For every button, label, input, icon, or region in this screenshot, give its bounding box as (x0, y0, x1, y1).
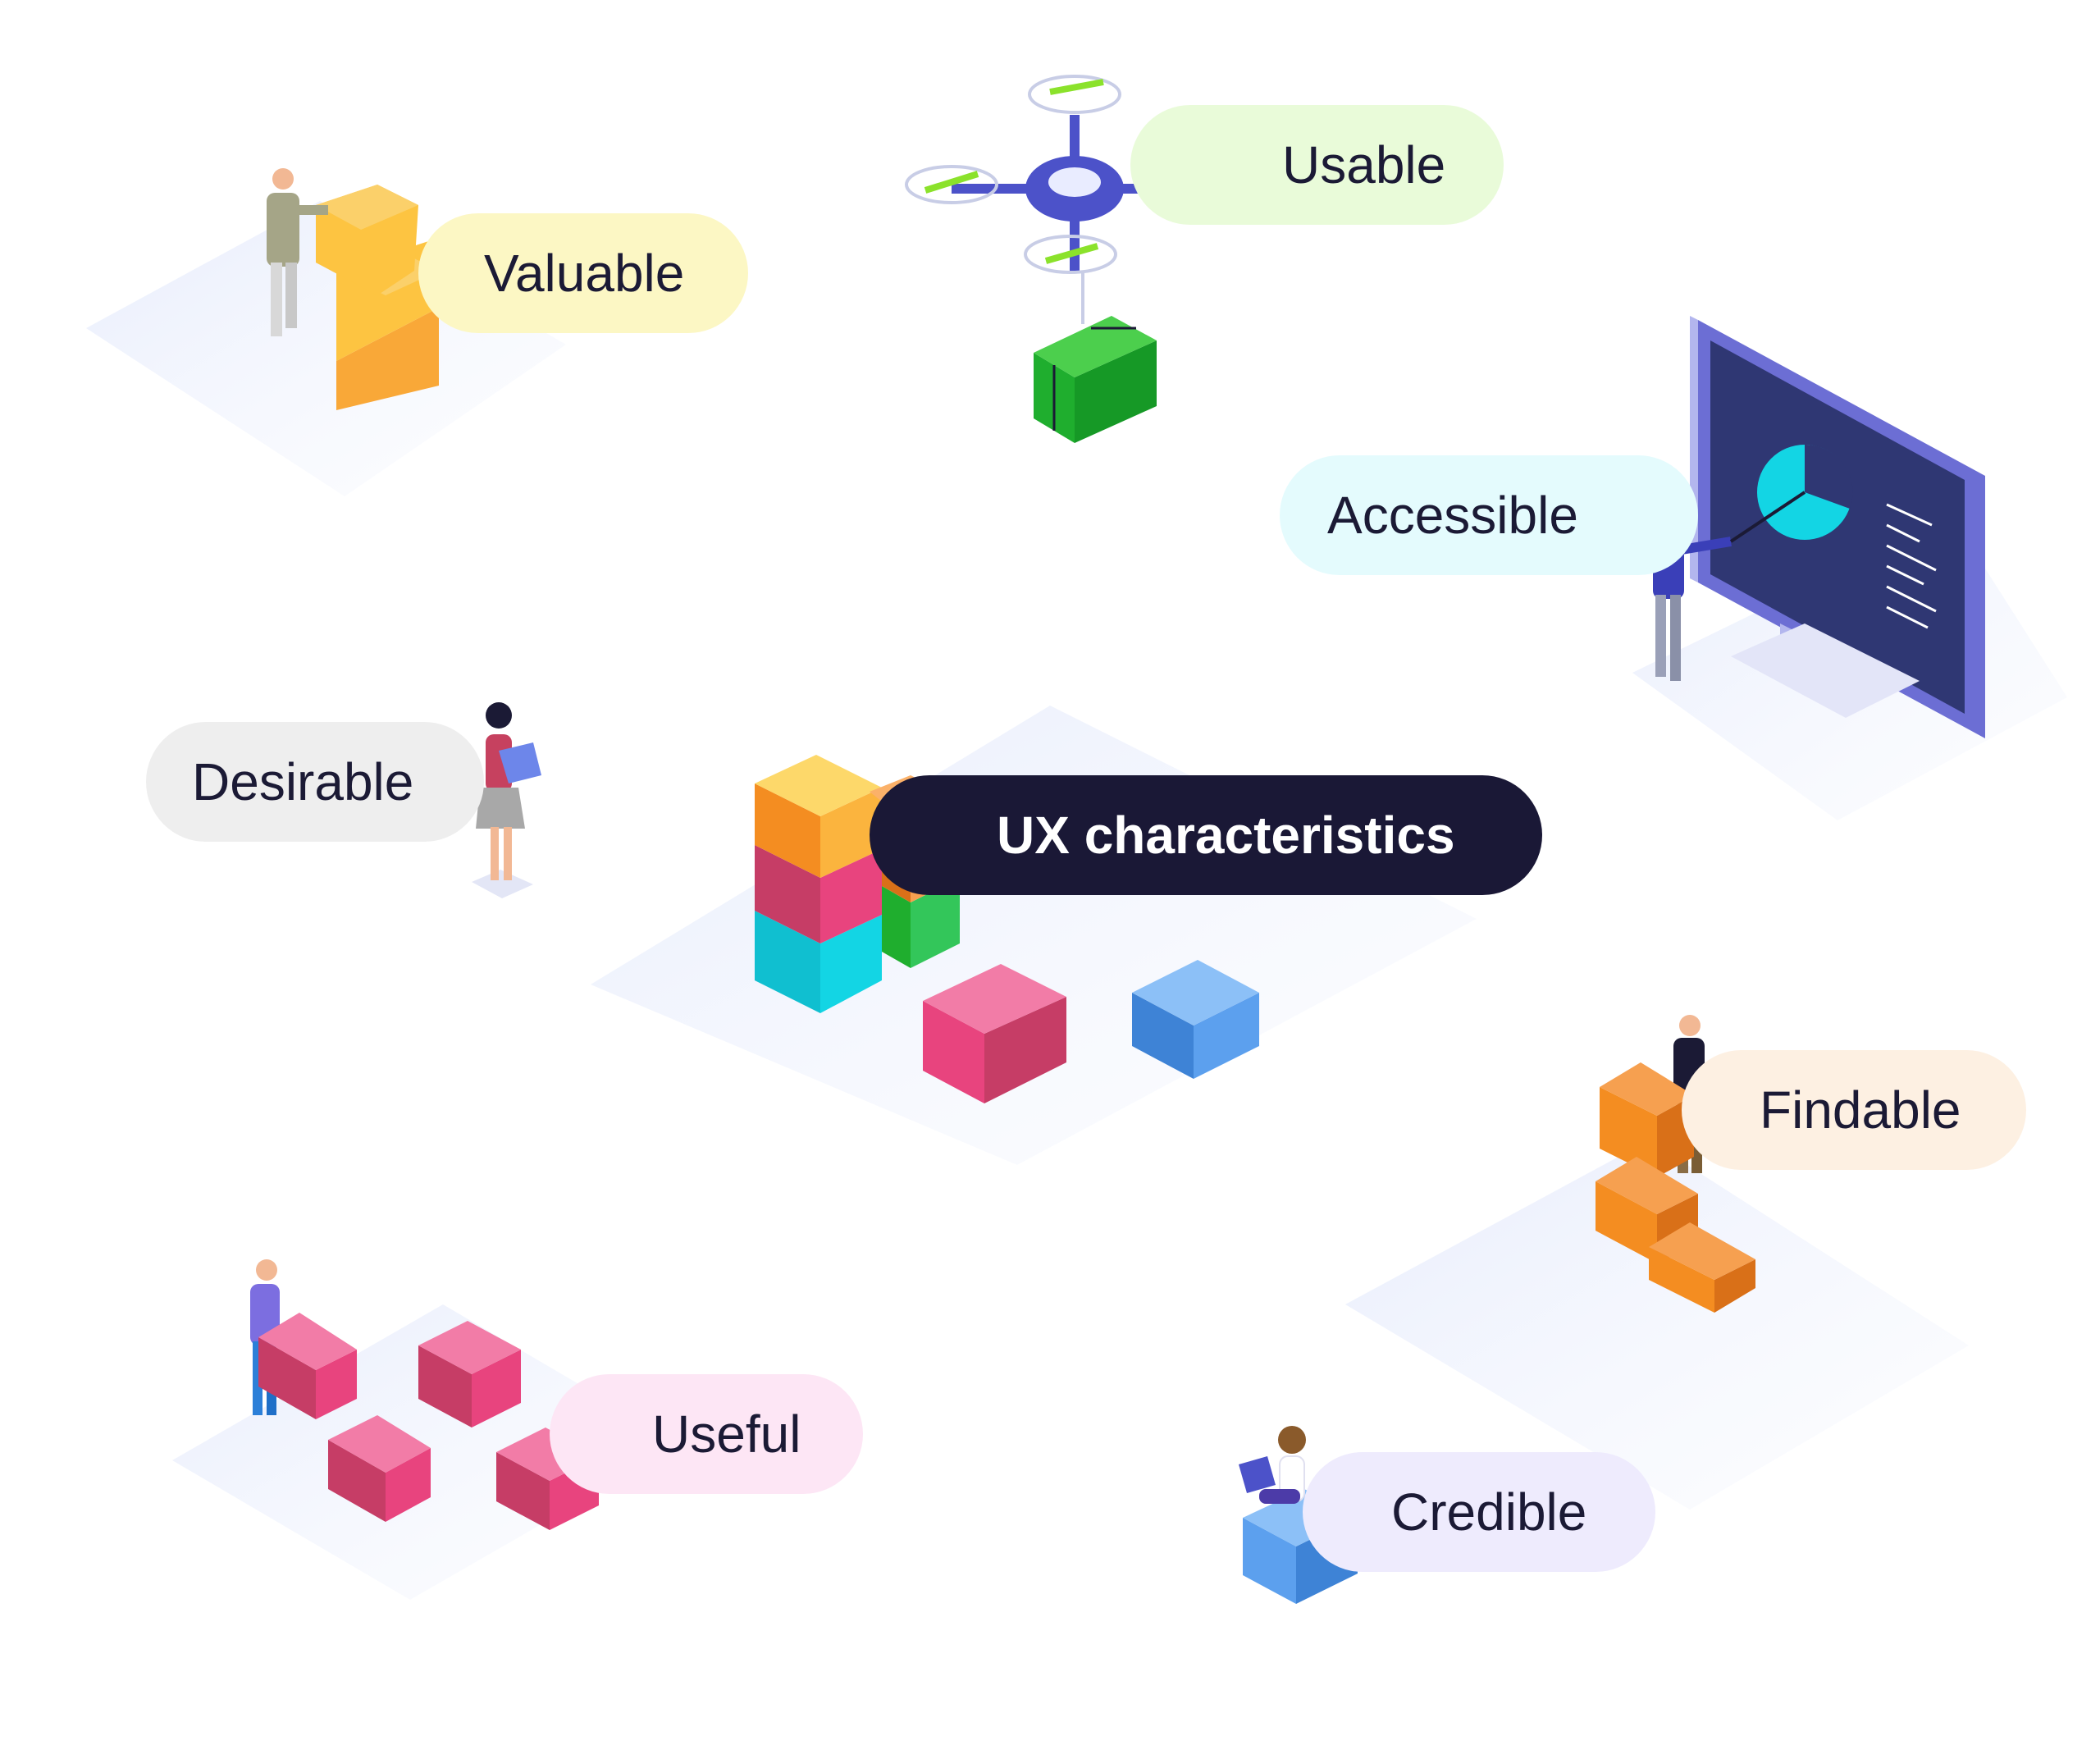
credible-scene (1239, 1426, 1358, 1604)
usable-scene (905, 75, 1244, 443)
characteristic-accessible-pill: Accessible (1280, 455, 1698, 575)
valuable-scene (267, 168, 439, 410)
person-woman-sitting (1239, 1426, 1306, 1504)
characteristic-usable-label: Usable (1282, 135, 1446, 194)
propeller-top (1028, 75, 1121, 114)
propeller-bottom (1024, 235, 1117, 274)
characteristic-desirable-pill: Desirable (146, 722, 484, 842)
person-man-olive (267, 168, 328, 336)
center-topic-pill: UX characteristics (870, 775, 1542, 895)
green-brick (1034, 316, 1157, 443)
pink-brick (923, 964, 1066, 1103)
desirable-scene (472, 702, 541, 898)
accessible-scene (1653, 316, 1985, 738)
person-woman-laptop (476, 702, 541, 880)
characteristic-credible-pill: Credible (1303, 1452, 1655, 1572)
useful-scene (250, 1259, 599, 1530)
characteristic-desirable-label: Desirable (192, 752, 414, 811)
center-topic-label: UX characteristics (997, 806, 1455, 865)
orange-brick-stack (1596, 1062, 1755, 1313)
characteristic-useful-pill: Useful (550, 1374, 863, 1494)
platform-findable (1345, 1140, 1969, 1510)
tall-stack (755, 755, 882, 1013)
characteristic-useful-label: Useful (652, 1405, 801, 1464)
monitor (1690, 316, 1985, 738)
characteristic-accessible-label: Accessible (1327, 486, 1578, 545)
platform-center (591, 706, 1477, 1165)
characteristic-usable-pill: Usable (1130, 105, 1504, 225)
characteristic-credible-label: Credible (1391, 1482, 1587, 1542)
characteristic-findable-label: Findable (1760, 1080, 1961, 1140)
laptop-small (1239, 1456, 1276, 1493)
yellow-brick-stack (316, 185, 439, 410)
characteristic-valuable-label: Valuable (484, 244, 685, 303)
propeller-left (905, 165, 998, 204)
characteristic-valuable-pill: Valuable (418, 213, 748, 333)
blue-brick (1132, 960, 1259, 1079)
laptop (499, 742, 541, 783)
pink-bricks (258, 1313, 599, 1530)
characteristic-findable-pill: Findable (1682, 1050, 2026, 1170)
